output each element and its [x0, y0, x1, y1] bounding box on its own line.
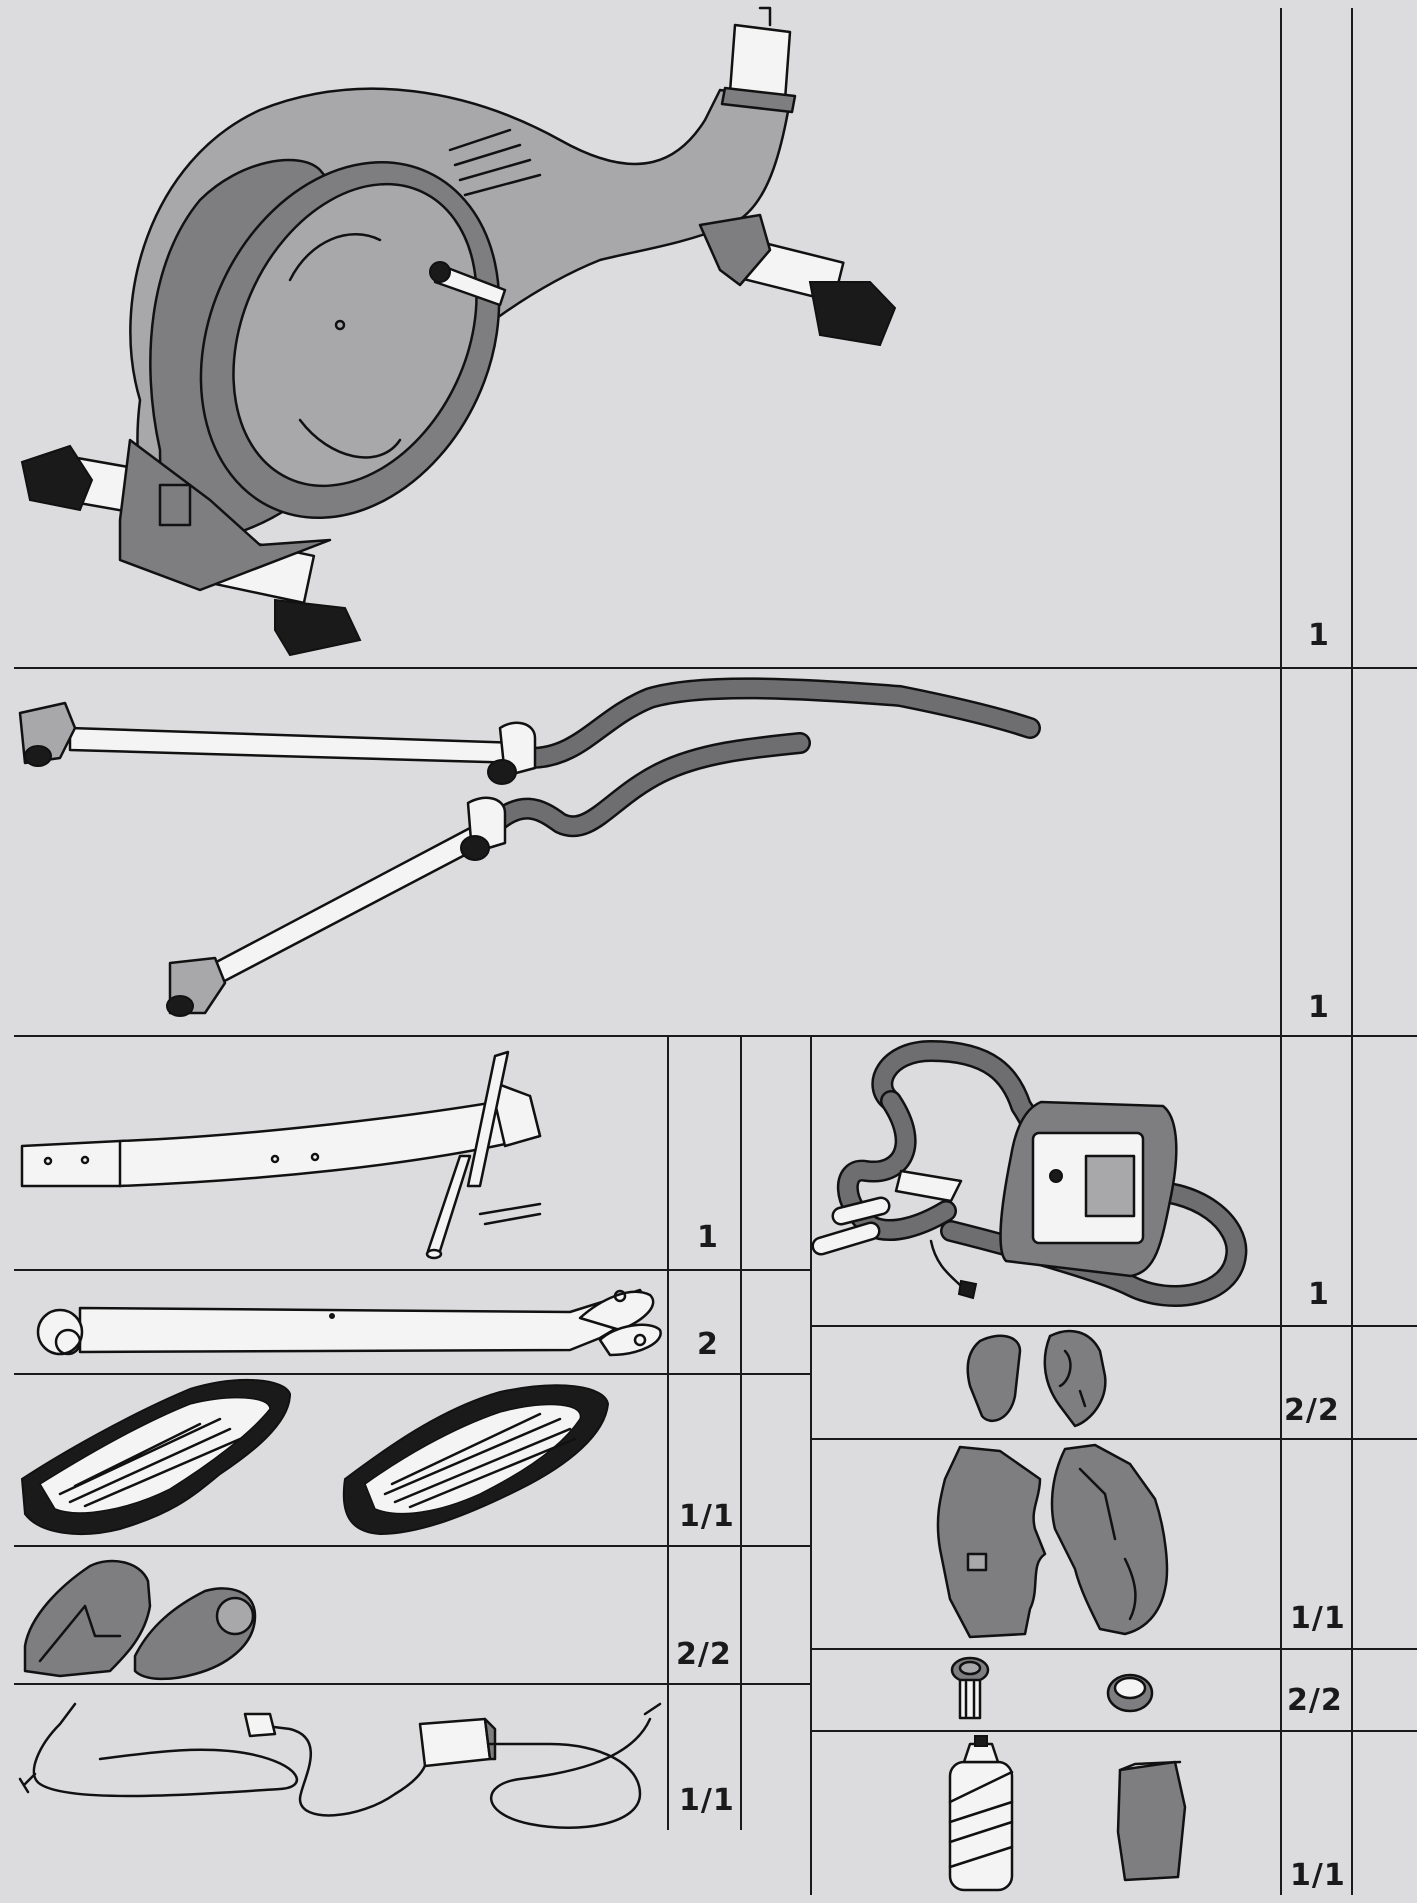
- right-row-divider-2: [810, 1438, 1417, 1440]
- foot-pedals-icon: [20, 1379, 610, 1536]
- handlebar-computer-icon: [811, 1040, 1248, 1307]
- quantity-bottle: 1/1: [1290, 1858, 1346, 1893]
- row-divider-2: [14, 1035, 1417, 1037]
- left-qty-divider-b: [740, 1035, 742, 1830]
- right-row-divider-3: [810, 1648, 1417, 1650]
- quantity-pedals: 1/1: [679, 1499, 735, 1534]
- right-lower-divider-a: [1280, 1035, 1282, 1895]
- row-divider-1: [14, 667, 1417, 669]
- quantity-seat-post: 1: [697, 1220, 719, 1255]
- pedal-arms-icon: [18, 677, 1041, 1017]
- left-row-divider-2: [14, 1373, 810, 1375]
- right-lower-divider-b: [1351, 1035, 1353, 1895]
- quantity-arm-covers: 2/2: [676, 1637, 732, 1672]
- right-row-divider-4: [810, 1730, 1417, 1732]
- large-covers-icon: [936, 1443, 1169, 1639]
- quantity-small-covers: 2/2: [1284, 1393, 1340, 1428]
- right-row-divider-1: [810, 1325, 1417, 1327]
- center-divider: [810, 1035, 812, 1895]
- right-col-divider-a: [1280, 8, 1282, 1035]
- connecting-rod-icon: [36, 1288, 662, 1357]
- small-covers-icon: [966, 1329, 1107, 1428]
- arm-covers-icon: [23, 1559, 257, 1681]
- bike-frame-icon: [20, 6, 897, 657]
- quantity-plugs: 2/2: [1287, 1683, 1343, 1718]
- power-adapter-icon: [18, 1702, 662, 1829]
- quantity-frame: 1: [1308, 618, 1330, 653]
- quantity-large-covers: 1/1: [1290, 1601, 1346, 1636]
- bottle-holder-icon: [948, 1735, 1187, 1892]
- quantity-power-adapter: 1/1: [679, 1783, 735, 1818]
- quantity-arms: 1: [1308, 990, 1330, 1025]
- left-row-divider-1: [14, 1269, 810, 1271]
- quantity-handlebar-computer: 1: [1308, 1277, 1330, 1312]
- seat-post-icon: [20, 1050, 542, 1260]
- left-row-divider-4: [14, 1683, 810, 1685]
- quantity-connecting-rod: 2: [697, 1327, 719, 1362]
- left-qty-divider-a: [667, 1035, 669, 1830]
- left-row-divider-3: [14, 1545, 810, 1547]
- plugs-icon: [950, 1656, 1154, 1720]
- right-col-divider-b: [1351, 8, 1353, 1035]
